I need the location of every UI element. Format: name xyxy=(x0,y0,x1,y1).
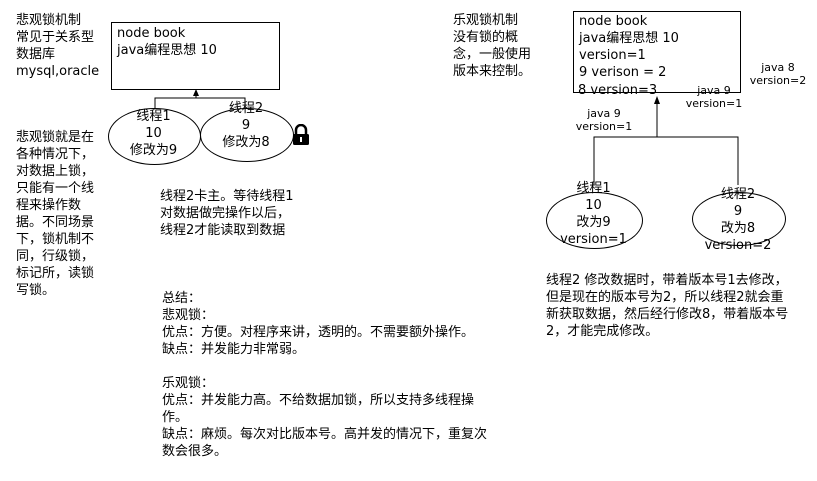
left-box-line1: node book xyxy=(117,26,186,41)
right-thread2-ellipse xyxy=(692,192,786,246)
right-thread-connector xyxy=(593,136,739,185)
right-thread2-label: 线程2 9 改为8 version=2 xyxy=(704,187,772,253)
left-box-line2: java编程思想 10 xyxy=(117,43,217,58)
right-box-line3: version=1 xyxy=(579,48,646,63)
left-thread1-ellipse xyxy=(108,108,201,165)
right-box-line4: 9 verison = 2 xyxy=(579,65,667,80)
left-thread1-label: 线程1 10 修改为9 xyxy=(129,109,178,158)
label-java9-version1-a: java 9 version=1 xyxy=(685,84,743,110)
right-box-line2: java编程思想 10 xyxy=(579,31,679,46)
summary-text: 总结： 悲观锁： 优点：方便。对程序来讲，透明的。不需要额外操作。 缺点：并发能… xyxy=(162,291,488,459)
right-data-box: node book java编程思想 10 version=1 9 veriso… xyxy=(573,11,741,93)
left-thread-connector xyxy=(154,97,246,110)
left-data-box: node book java编程思想 10 xyxy=(111,22,280,90)
optimistic-note: 线程2 修改数据时，带着版本号1去修改， 但是现在的版本号为2，所以线程2就会重… xyxy=(546,273,789,339)
label-java8-version2: java 8 version=2 xyxy=(749,61,807,87)
lock-icon xyxy=(291,123,311,146)
right-box-line5: 8 version=3 xyxy=(578,83,658,98)
pessimistic-lock-title: 悲观锁机制 常见于关系型 数据库 mysql,oracle xyxy=(16,13,100,79)
right-arrowhead xyxy=(654,96,660,104)
right-thread1-label: 线程1 10 改为9 version=1 xyxy=(560,181,627,247)
label-java9-version1-b: java 9 version=1 xyxy=(575,107,633,133)
pessimistic-note: 线程2卡主。等待线程1 对数据做完操作以后， 线程2才能读取到数据 xyxy=(160,189,294,238)
optimistic-lock-title: 乐观锁机制 没有锁的概 念，一般使用 版本来控制。 xyxy=(453,13,532,79)
pessimistic-description: 悲观锁就是在 各种情况下， 对数据上锁， 只能有一个线 程来操作数 据。不同场景… xyxy=(16,130,95,298)
right-box-line1: node book xyxy=(579,14,648,29)
left-thread2-label: 线程2 9 修改为8 xyxy=(222,101,270,150)
right-thread1-ellipse xyxy=(546,192,643,249)
left-arrowhead xyxy=(193,89,199,96)
